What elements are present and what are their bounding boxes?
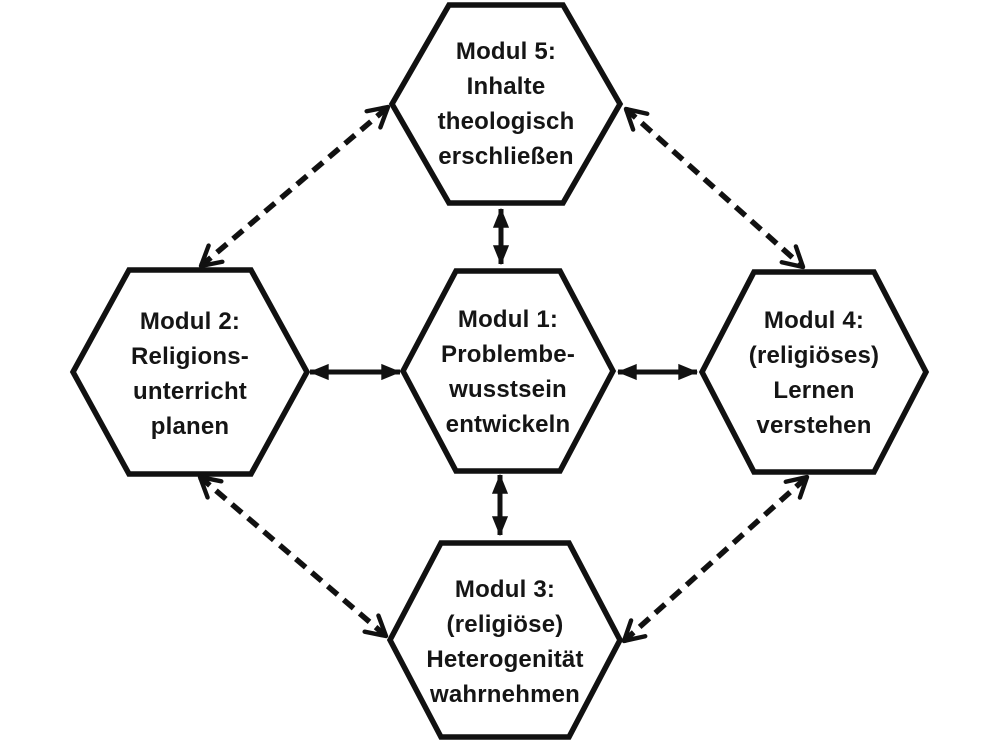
- arrow-modul5-modul4-dashed: [623, 106, 806, 270]
- hexagon-modul1: [399, 268, 617, 474]
- hexagon-modul4: [698, 269, 930, 475]
- hexagon-modul3: [386, 540, 624, 740]
- arrow-modul3-modul4-dashed: [621, 474, 810, 644]
- hexagon-modul2: [69, 267, 311, 477]
- hexagon-modul5: [388, 2, 624, 206]
- arrow-modul2-modul5-dashed: [198, 104, 391, 269]
- arrow-modul2-modul3-dashed: [197, 474, 389, 639]
